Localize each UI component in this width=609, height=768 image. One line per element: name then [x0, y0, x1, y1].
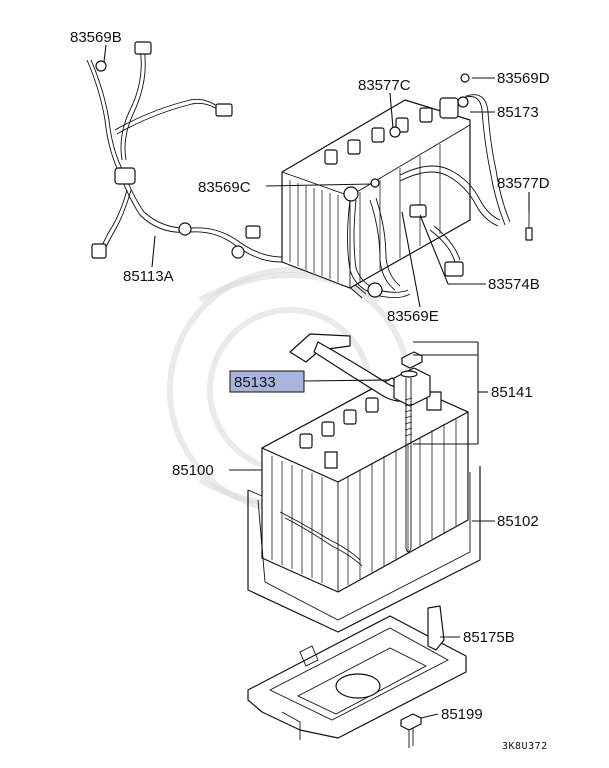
label-85113A[interactable]: 85113A [123, 268, 174, 285]
label-83569E[interactable]: 83569E [387, 308, 439, 325]
label-83569C[interactable]: 83569C [198, 179, 251, 196]
upper-battery-assembly [281, 73, 533, 299]
battery-box-85102 [247, 466, 481, 633]
label-85141[interactable]: 85141 [491, 384, 533, 401]
label-83569D[interactable]: 83569D [497, 70, 550, 87]
label-85133[interactable]: 85133 [234, 374, 276, 391]
hold-down-clamp-85133 [289, 333, 431, 407]
label-85173[interactable]: 85173 [497, 104, 539, 121]
part-labels: 83569B 83577C 83569D 85173 83569C 83577D… [70, 29, 550, 752]
label-85102[interactable]: 85102 [497, 513, 539, 530]
label-83569B[interactable]: 83569B [70, 29, 122, 46]
label-85175B[interactable]: 85175B [463, 629, 515, 646]
leader-lines [103, 44, 530, 719]
diagram-code: 3K8U372 [502, 741, 548, 752]
label-83574B[interactable]: 83574B [488, 276, 540, 293]
tray-bolt-85199 [400, 713, 422, 748]
battery-85100 [261, 377, 469, 593]
label-83577D[interactable]: 83577D [497, 175, 550, 192]
label-85199[interactable]: 85199 [441, 706, 483, 723]
label-83577C[interactable]: 83577C [358, 77, 411, 94]
highlight-85133 [229, 370, 305, 393]
battery-tray-85175B [247, 605, 467, 740]
label-85100[interactable]: 85100 [172, 462, 214, 479]
hold-down-bolt-85141 [400, 351, 423, 553]
